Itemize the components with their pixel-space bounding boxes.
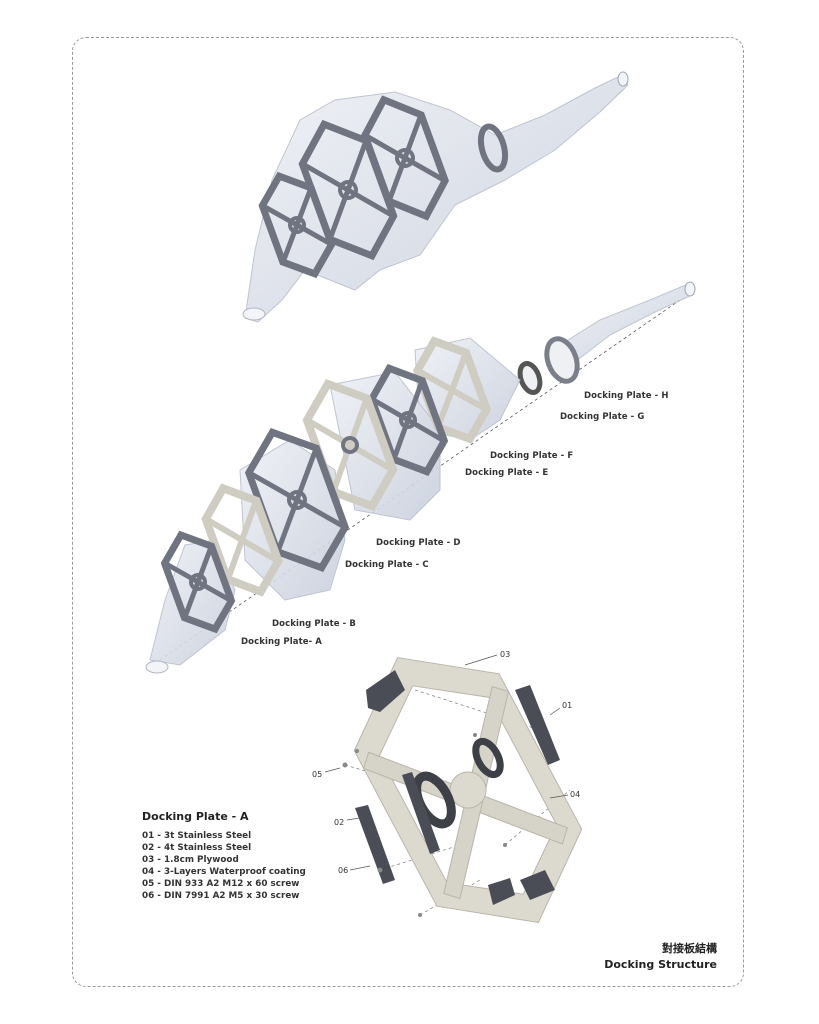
caption-en: Docking Structure: [604, 958, 717, 971]
label-plate-f: Docking Plate - F: [490, 451, 574, 461]
label-plate-c: Docking Plate - C: [345, 560, 429, 570]
label-plate-e: Docking Plate - E: [465, 468, 549, 478]
docking-plate-detail: [324, 654, 583, 923]
exploded-sculpture: [145, 281, 696, 674]
legend-item: 03 - 1.8cm Plywood: [142, 855, 239, 865]
assembled-sculpture: [242, 71, 629, 323]
legend: Docking Plate - A 01 - 3t Stainless Stee…: [142, 810, 306, 902]
legend-item: 01 - 3t Stainless Steel: [142, 831, 252, 841]
label-plate-b: Docking Plate - B: [272, 619, 356, 629]
part-number-02: 02: [334, 818, 345, 827]
legend-item: 05 - DIN 933 A2 M12 x 60 screw: [142, 879, 300, 889]
part-number-05: 05: [312, 770, 323, 779]
dashed-border-frame: [72, 37, 744, 987]
label-plate-d: Docking Plate - D: [376, 538, 461, 548]
legend-item: 04 - 3-Layers Waterproof coating: [142, 867, 306, 877]
legend-title: Docking Plate - A: [142, 810, 249, 823]
legend-item: 02 - 4t Stainless Steel: [142, 843, 252, 853]
caption: 對接板結構 Docking Structure: [604, 940, 717, 971]
part-number-06: 06: [338, 866, 349, 875]
label-plate-h: Docking Plate - H: [584, 391, 669, 401]
legend-item: 06 - DIN 7991 A2 M5 x 30 screw: [142, 891, 300, 901]
caption-zh: 對接板結構: [662, 942, 717, 955]
part-number-04: 04: [570, 790, 581, 799]
label-plate-g: Docking Plate - G: [560, 412, 645, 422]
part-number-01: 01: [562, 701, 573, 710]
label-plate-a: Docking Plate- A: [241, 637, 322, 647]
part-number-03: 03: [500, 650, 511, 659]
